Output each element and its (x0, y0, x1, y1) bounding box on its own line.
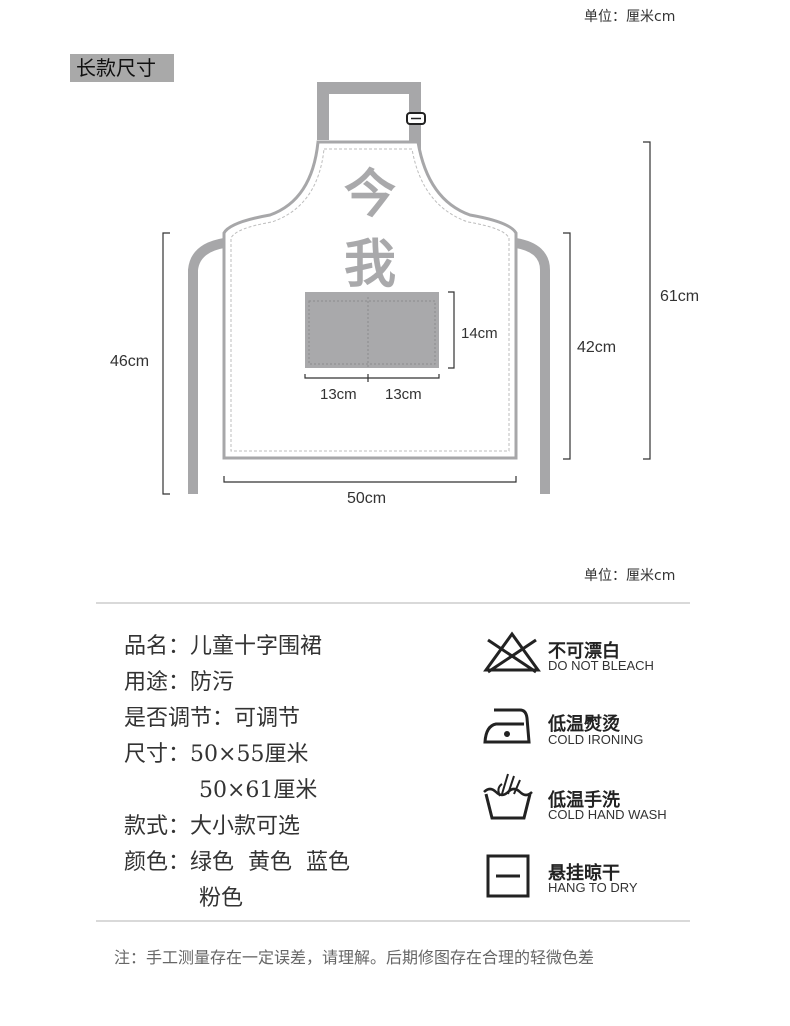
care-sub-hand-wash: COLD HAND WASH (548, 807, 667, 822)
care-title-no-bleach: 不可漂白 (548, 641, 620, 662)
spec-adjustable: 是否调节：可调节 (124, 706, 301, 731)
dim-line-42 (563, 232, 571, 460)
care-sub-hang-dry: HANG TO DRY (548, 880, 638, 895)
care-sub-no-bleach: DO NOT BLEACH (548, 658, 654, 673)
dim-label-42: 42cm (577, 339, 617, 356)
dim-label-13-left: 13cm (320, 386, 357, 403)
no-bleach-icon (483, 631, 541, 674)
divider-top (96, 602, 690, 604)
unit-label-top: 单位：厘米cm (584, 9, 676, 25)
spec-name: 品名：儿童十字围裙 (124, 634, 323, 659)
divider-bottom (96, 920, 690, 922)
pocket (305, 292, 439, 368)
dim-label-50: 50cm (347, 490, 387, 507)
care-sub-iron: COLD IRONING (548, 732, 644, 747)
spec-colors: 颜色：绿色 黄色 蓝色 (124, 850, 350, 875)
apron-print-line1: 今 (344, 164, 396, 225)
dim-label-14: 14cm (461, 325, 498, 342)
footer-note: 注：手工测量存在一定误差，请理解。后期修图存在合理的轻微色差 (114, 948, 595, 967)
spec-usage: 用途：防污 (124, 670, 235, 695)
dim-line-14 (448, 291, 455, 369)
hang-dry-icon (486, 854, 530, 898)
care-title-iron: 低温熨烫 (548, 714, 620, 735)
dim-line-13 (304, 374, 440, 382)
apron-diagram: 今 我 (162, 82, 651, 495)
spec-colors-2: 粉色 (199, 886, 244, 911)
spec-size: 尺寸：50×55厘米 (124, 742, 309, 767)
hand-wash-icon (483, 773, 533, 820)
dim-label-61: 61cm (660, 288, 700, 305)
iron-low-icon (483, 708, 531, 744)
dim-line-46 (162, 232, 170, 495)
section-title: 长款尺寸 (70, 54, 174, 82)
dim-line-50 (223, 476, 517, 483)
right-waist-strap (514, 238, 550, 494)
care-title-hand-wash: 低温手洗 (548, 790, 620, 811)
left-waist-strap (188, 238, 226, 494)
care-title-hang-dry: 悬挂晾干 (548, 863, 620, 884)
spec-style: 款式：大小款可选 (124, 814, 301, 839)
dim-line-61 (643, 141, 651, 460)
spec-size-2: 50×61厘米 (199, 778, 318, 803)
unit-label-bottom: 单位：厘米cm (584, 568, 676, 584)
apron-print-line2: 我 (344, 234, 396, 295)
dim-label-13-right: 13cm (385, 386, 422, 403)
dim-label-46: 46cm (110, 353, 150, 370)
